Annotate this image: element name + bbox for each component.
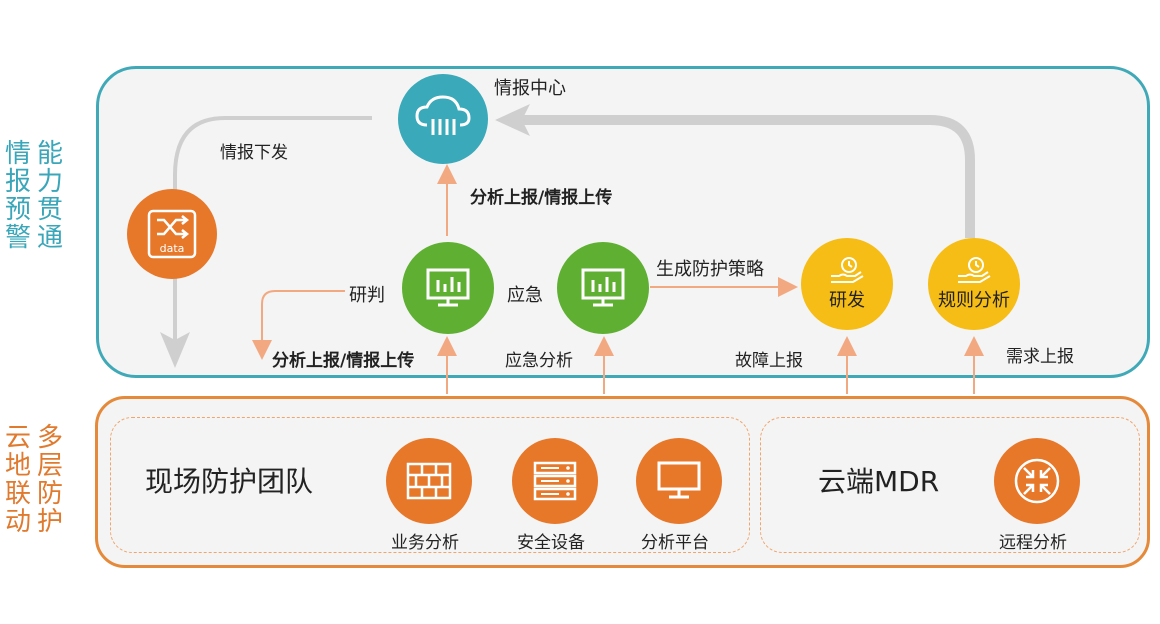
research-label: 研判	[349, 285, 385, 306]
develop-label: 研发	[829, 290, 865, 311]
upload-top-label: 分析上报/情报上传	[470, 188, 613, 208]
side-label-cloud-ground: 云地联动	[4, 423, 31, 537]
data-icon-text: data	[160, 242, 185, 255]
emergency-analysis-label: 应急分析	[505, 351, 573, 371]
intel-center-label: 情报中心	[494, 78, 566, 99]
converge-arrows-icon	[1014, 458, 1060, 504]
rule-analysis-label: 规则分析	[938, 290, 1010, 311]
intel-center-node	[398, 74, 488, 164]
brick-wall-icon	[406, 462, 452, 500]
gray-down-path	[173, 116, 372, 345]
arrow-research-down-left	[252, 290, 345, 360]
server-rack-icon	[533, 461, 577, 501]
emergency-label: 应急	[507, 285, 543, 306]
gray-return-path	[510, 115, 975, 238]
shuffle-data-icon: data	[147, 209, 197, 259]
business-analysis-label: 业务分析	[391, 533, 459, 553]
remote-analysis-label: 远程分析	[999, 533, 1067, 553]
hand-coin-icon	[831, 257, 864, 283]
security-device-label: 安全设备	[517, 533, 585, 553]
emergency-node	[557, 242, 649, 334]
cloud-icon	[415, 95, 471, 135]
cloud-group	[760, 417, 1140, 553]
monitor-icon	[657, 461, 701, 499]
monitor-chart-icon	[426, 268, 470, 307]
demand-report-label: 需求上报	[1006, 347, 1074, 367]
side-label-intel-warning: 情报预警	[4, 139, 31, 253]
analysis-platform-label: 分析平台	[641, 533, 709, 553]
onsite-group	[110, 417, 750, 553]
research-node	[402, 242, 494, 334]
onsite-team-title: 现场防护团队	[145, 465, 314, 498]
data-node: data	[127, 189, 217, 279]
defense-panel	[95, 396, 1150, 568]
side-label-capability: 能力贯通	[36, 139, 63, 253]
gray-down-arrowhead	[160, 332, 190, 368]
hand-coin-icon	[958, 257, 991, 283]
business-analysis-node	[386, 438, 472, 524]
remote-analysis-node	[994, 438, 1080, 524]
upload-left-label: 分析上报/情报上传	[272, 351, 415, 371]
develop-node: 研发	[801, 238, 893, 330]
rule-analysis-node: 规则分析	[928, 238, 1020, 330]
intel-down-label: 情报下发	[220, 143, 288, 163]
side-label-multilayer: 多层防护	[36, 423, 63, 537]
monitor-chart-icon	[581, 268, 625, 307]
cloud-mdr-title: 云端MDR	[818, 465, 940, 498]
gray-return-arrowhead	[495, 104, 530, 136]
security-device-node	[512, 438, 598, 524]
gen-strategy-label: 生成防护策略	[656, 259, 764, 280]
fault-report-label: 故障上报	[735, 351, 803, 371]
analysis-platform-node	[636, 438, 722, 524]
